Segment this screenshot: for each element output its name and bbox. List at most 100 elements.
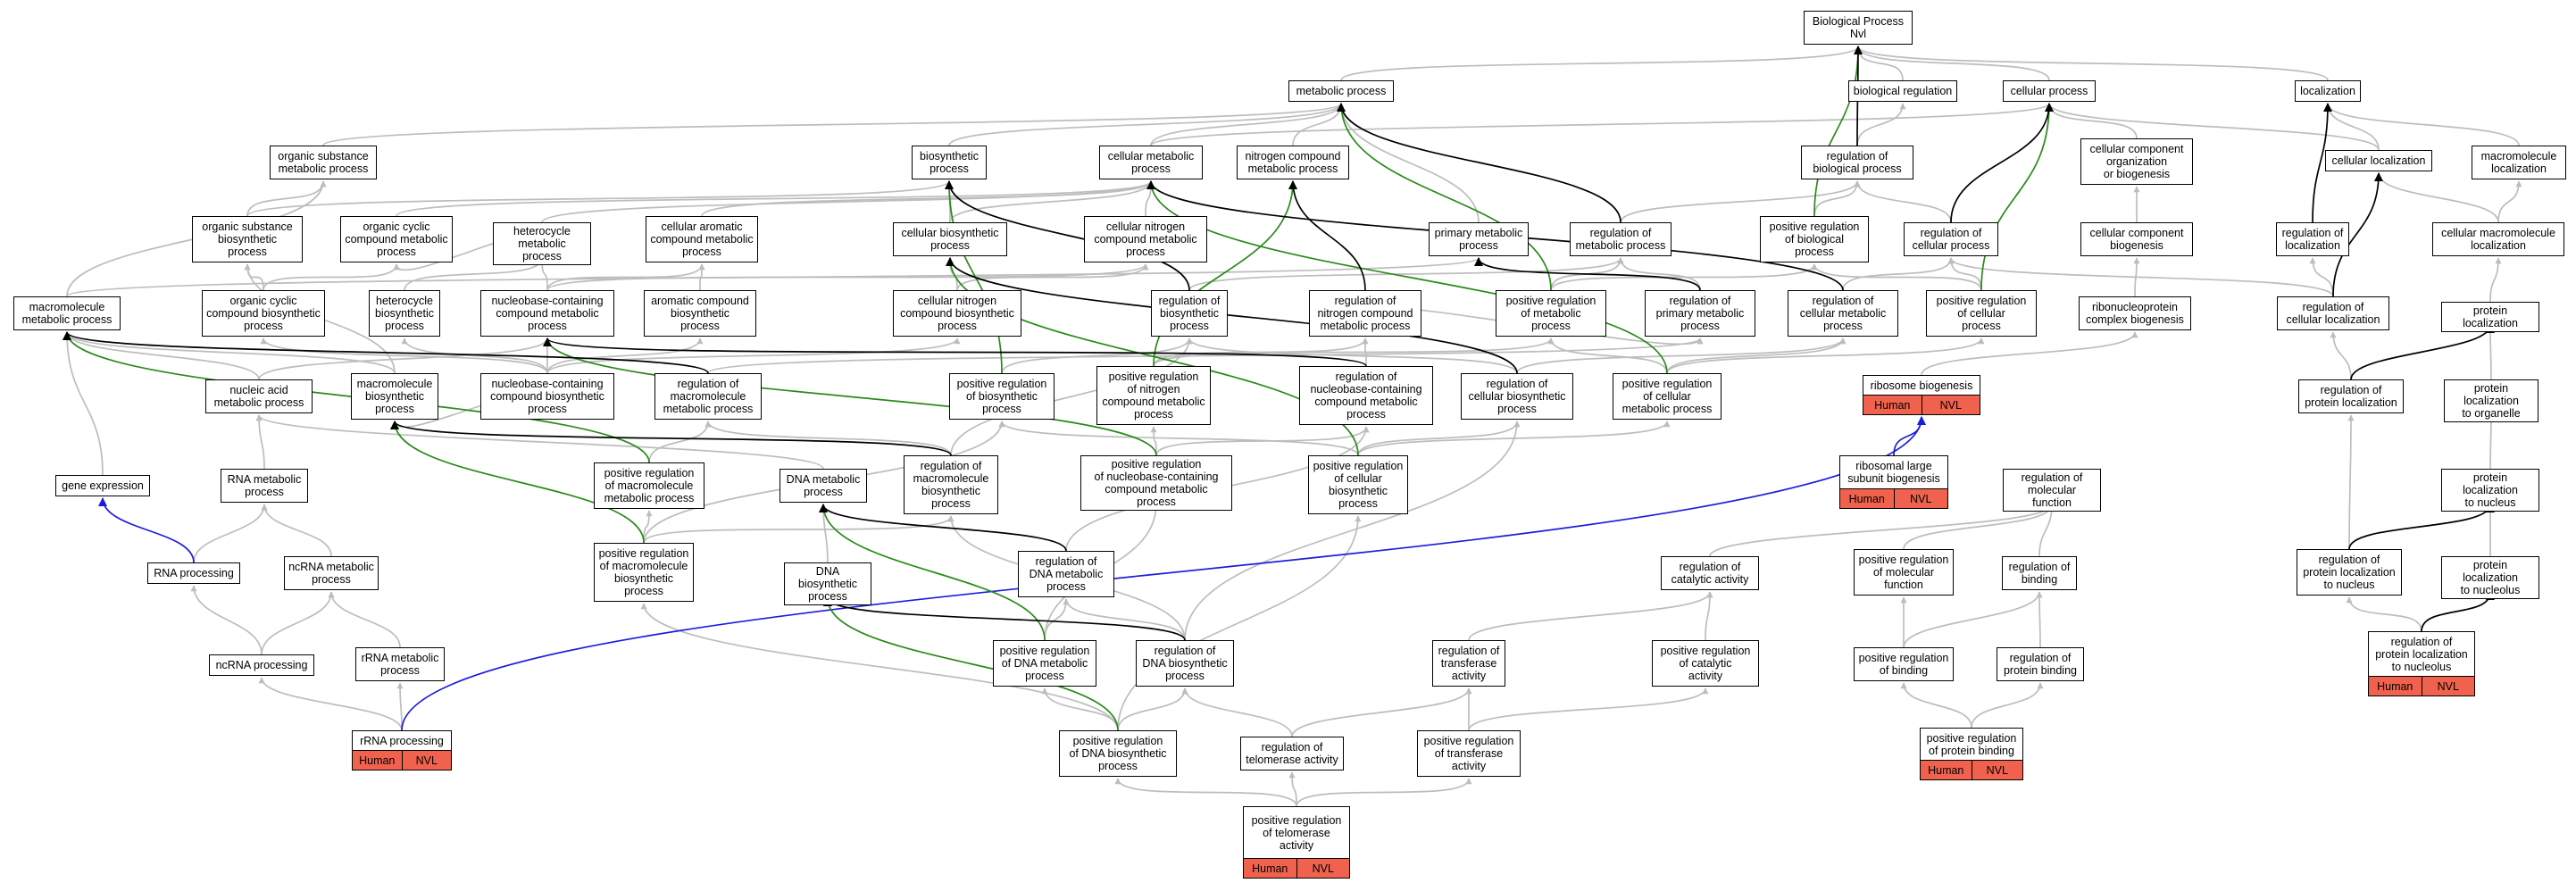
node-regloc[interactable]: regulation of localization <box>2276 222 2349 256</box>
node-posregtrans[interactable]: positive regulation of transferase activ… <box>1417 730 1521 777</box>
node-hetmet[interactable]: heterocycle metabolic process <box>493 222 591 265</box>
node-label: nitrogen compound metabolic process <box>1237 146 1349 179</box>
node-regmacrobiosyn[interactable]: regulation of macromolecule biosynthetic… <box>904 455 998 514</box>
node-biosyn[interactable]: biosynthetic process <box>912 146 987 179</box>
node-posregdnabiosyn[interactable]: positive regulation of DNA biosynthetic … <box>1059 730 1177 777</box>
node-posregmacromet[interactable]: positive regulation of macromolecule met… <box>594 462 704 509</box>
edge-gray <box>404 257 546 291</box>
edge-gray <box>1296 778 1472 807</box>
node-ncbiosyn[interactable]: nucleobase-containing compound biosynthe… <box>480 373 614 420</box>
node-posregbio[interactable]: positive regulation of biological proces… <box>1760 216 1869 262</box>
node-regbio[interactable]: regulation of biological process <box>1801 146 1913 179</box>
node-label: positive regulation of nitrogen compound… <box>1096 366 1211 425</box>
node-posregbind[interactable]: positive regulation of binding <box>1854 647 1954 681</box>
node-dnabiosyn[interactable]: DNA biosynthetic process <box>784 562 871 605</box>
node-cnitrobiosyn[interactable]: cellular nitrogen compound biosynthetic … <box>893 290 1021 337</box>
node-regbind[interactable]: regulation of binding <box>2002 556 2077 590</box>
node-cnitromet[interactable]: cellular nitrogen compound metabolic pro… <box>1084 216 1207 262</box>
node-osbiosyn[interactable]: organic substance biosynthetic process <box>192 216 303 262</box>
node-regmet[interactable]: regulation of metabolic process <box>1570 222 1671 256</box>
node-protloc[interactable]: protein localization <box>2441 302 2539 332</box>
node-osmp[interactable]: organic substance metabolic process <box>270 146 377 179</box>
node-regprotnuc[interactable]: regulation of protein localization to nu… <box>2297 549 2402 596</box>
node-macrobiosyn[interactable]: macromolecule biosynthetic process <box>351 373 438 420</box>
node-regprotloc[interactable]: regulation of protein localization <box>2298 379 2404 413</box>
edge-gray <box>1900 682 1972 729</box>
node-posregmet[interactable]: positive regulation of metabolic process <box>1496 290 1606 337</box>
node-rnamet[interactable]: RNA metabolic process <box>221 469 308 503</box>
node-regcellproc[interactable]: regulation of cellular process <box>1904 222 1998 256</box>
node-posregcellbiosyn[interactable]: positive regulation of cellular biosynth… <box>1308 455 1408 514</box>
node-ccorg[interactable]: cellular component organization or bioge… <box>2080 138 2193 185</box>
node-ncrnamet[interactable]: ncRNA metabolic process <box>284 556 379 590</box>
node-ncmp[interactable]: nucleobase-containing compound metabolic… <box>480 290 614 337</box>
node-nucacid[interactable]: nucleic acid metabolic process <box>205 379 313 413</box>
node-regcatal[interactable]: regulation of catalytic activity <box>1661 556 1759 590</box>
node-nitromet[interactable]: nitrogen compound metabolic process <box>1237 146 1349 179</box>
node-rnpbio[interactable]: ribonucleoprotein complex biogenesis <box>2079 296 2191 330</box>
node-protorg[interactable]: protein localization to organelle <box>2444 379 2538 422</box>
node-regncmp[interactable]: regulation of nucleobase-containing comp… <box>1299 366 1433 425</box>
node-posregmacrobiosyn[interactable]: positive regulation of macromolecule bio… <box>594 543 694 602</box>
node-regmacromet[interactable]: regulation of macromolecule metabolic pr… <box>654 373 762 420</box>
node-regtelo[interactable]: regulation of telomerase activity <box>1240 737 1344 771</box>
node-regprimet[interactable]: regulation of primary metabolic process <box>1645 290 1755 337</box>
node-posregtelo[interactable]: positive regulation of telomerase activi… <box>1243 806 1350 879</box>
node-label: protein localization to nucleus <box>2441 469 2539 512</box>
node-cellbiosyn[interactable]: cellular biosynthetic process <box>893 222 1007 256</box>
edge-gray <box>1001 337 1193 374</box>
node-posregnitro[interactable]: positive regulation of nitrogen compound… <box>1096 366 1211 425</box>
node-posregbiosyn[interactable]: positive regulation of biosynthetic proc… <box>949 373 1055 420</box>
node-metab[interactable]: metabolic process <box>1288 80 1394 102</box>
node-protnuc[interactable]: protein localization to nucleus <box>2441 469 2539 512</box>
node-bioreg[interactable]: biological regulation <box>1848 80 1957 102</box>
node-posregcatal[interactable]: positive regulation of catalytic activit… <box>1652 640 1759 687</box>
node-hetbiosyn[interactable]: heterocycle biosynthetic process <box>369 290 440 337</box>
node-posregmolfn[interactable]: positive regulation of molecular functio… <box>1854 549 1954 596</box>
node-dnamet[interactable]: DNA metabolic process <box>779 469 867 503</box>
node-regdnabiosyn[interactable]: regulation of DNA biosynthetic process <box>1136 640 1234 687</box>
node-ncrnaproc[interactable]: ncRNA processing <box>209 654 314 676</box>
node-protnucl[interactable]: protein localization to nucleolus <box>2441 556 2539 599</box>
node-ccbio[interactable]: cellular component biogenesis <box>2080 222 2193 256</box>
node-aromet[interactable]: cellular aromatic compound metabolic pro… <box>646 216 758 262</box>
node-regcellloc[interactable]: regulation of cellular localization <box>2277 296 2389 330</box>
node-cmacroloc[interactable]: cellular macromolecule localization <box>2432 222 2564 256</box>
node-regdnamet[interactable]: regulation of DNA metabolic process <box>1018 551 1114 597</box>
node-posregcell[interactable]: positive regulation of cellular process <box>1926 290 2037 337</box>
node-regmolfn[interactable]: regulation of molecular function <box>2003 469 2101 512</box>
node-cellmet[interactable]: cellular metabolic process <box>1099 146 1203 179</box>
node-primet[interactable]: primary metabolic process <box>1429 222 1529 256</box>
node-rnaproc[interactable]: RNA processing <box>147 562 240 584</box>
node-geneexp[interactable]: gene expression <box>55 475 150 496</box>
node-bp[interactable]: Biological Process Nvl <box>1804 11 1913 45</box>
node-label: cellular process <box>2003 80 2096 102</box>
edge-gray <box>2497 180 2522 223</box>
node-posregncmp[interactable]: positive regulation of nucleobase-contai… <box>1080 455 1232 511</box>
node-regcellbiosyn[interactable]: regulation of cellular biosynthetic proc… <box>1461 373 1573 420</box>
node-regtrans[interactable]: regulation of transferase activity <box>1432 640 1505 687</box>
node-cellloc[interactable]: cellular localization <box>2325 150 2432 171</box>
node-regbiosyn[interactable]: regulation of biosynthetic process <box>1151 290 1228 337</box>
node-local[interactable]: localization <box>2295 80 2361 102</box>
edge-gray <box>1947 257 1982 291</box>
node-macroloc[interactable]: macromolecule localization <box>2472 146 2566 179</box>
node-cellproc[interactable]: cellular process <box>2003 80 2096 102</box>
node-regprotnucl[interactable]: regulation of protein localization to nu… <box>2368 631 2475 696</box>
node-regprotbind[interactable]: regulation of protein binding <box>1997 647 2084 681</box>
node-rrnamet[interactable]: rRNA metabolic process <box>355 647 445 681</box>
node-mmp[interactable]: macromolecule metabolic process <box>13 296 121 330</box>
node-posregcellmet[interactable]: positive regulation of cellular metaboli… <box>1613 373 1722 420</box>
node-occmp[interactable]: organic cyclic compound metabolic proces… <box>340 216 453 262</box>
node-regnitro[interactable]: regulation of nitrogen compound metaboli… <box>1309 290 1421 337</box>
node-arobiosyn[interactable]: aromatic compound biosynthetic process <box>644 290 756 337</box>
node-label: macromolecule biosynthetic process <box>351 373 438 420</box>
node-occbiosyn[interactable]: organic cyclic compound biosynthetic pro… <box>202 290 325 337</box>
node-regcellmet[interactable]: regulation of cellular metabolic process <box>1788 290 1898 337</box>
node-posregdnamet[interactable]: positive regulation of DNA metabolic pro… <box>993 640 1096 687</box>
